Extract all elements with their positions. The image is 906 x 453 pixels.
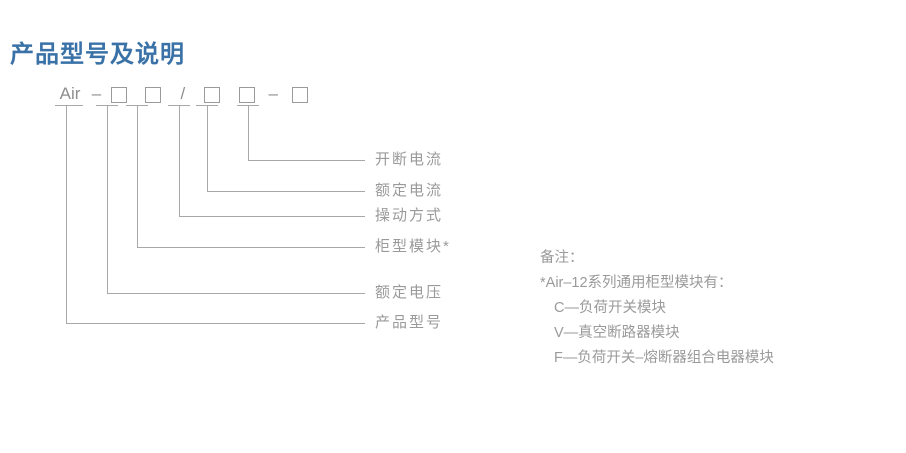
leader-hline-cabinet-module — [137, 247, 365, 248]
leader-label-rated-current: 额定电流 — [375, 182, 444, 199]
model-box-1 — [108, 84, 130, 104]
leader-hline-rated-current — [207, 191, 365, 192]
leader-label-cabinet-module: 柜型模块* — [375, 238, 451, 255]
placeholder-box-icon — [204, 87, 221, 103]
page-title: 产品型号及说明 — [10, 41, 185, 68]
placeholder-box-icon — [238, 87, 255, 103]
leader-vline-rated-current — [207, 105, 208, 192]
model-box-4 — [236, 84, 258, 104]
notes-line-module-c: C—负荷开关模块 — [554, 300, 666, 316]
model-code-string: Air – / – — [55, 84, 311, 106]
notes-line-series: *Air–12系列通用柜型模块有： — [540, 275, 733, 291]
notes-heading: 备注： — [540, 250, 584, 266]
notes-block: 备注： *Air–12系列通用柜型模块有： C—负荷开关模块 V—真空断路器模块… — [540, 246, 774, 371]
leader-vline-breaking-current — [248, 105, 249, 161]
notes-line-module-v: V—真空断路器模块 — [554, 325, 680, 341]
leader-vline-rated-voltage — [107, 105, 108, 294]
leader-hline-rated-voltage — [107, 293, 365, 294]
model-box-2 — [142, 84, 164, 104]
leader-hline-product-model — [66, 323, 365, 324]
leader-vline-operation-mode — [179, 105, 180, 217]
leader-label-operation-mode: 操动方式 — [375, 207, 444, 224]
leader-vline-cabinet-module — [137, 105, 138, 248]
model-separator-slash: / — [180, 84, 186, 103]
model-box-3 — [201, 84, 223, 104]
leader-vline-product-model — [66, 105, 67, 324]
leader-label-breaking-current: 开断电流 — [375, 151, 444, 168]
placeholder-box-icon — [145, 87, 162, 103]
model-separator-dash-1: – — [91, 84, 102, 103]
notes-line-module-f: F—负荷开关–熔断器组合电器模块 — [554, 350, 774, 366]
placeholder-box-icon — [291, 87, 308, 103]
leader-hline-operation-mode — [179, 216, 365, 217]
leader-hline-breaking-current — [248, 160, 365, 161]
leader-label-product-model: 产品型号 — [375, 314, 444, 331]
model-box-5 — [289, 84, 311, 104]
model-separator-dash-2: – — [268, 84, 278, 103]
model-prefix: Air — [59, 84, 81, 103]
placeholder-box-icon — [110, 87, 127, 103]
underline-tick-model — [55, 105, 83, 106]
leader-label-rated-voltage: 额定电压 — [375, 284, 444, 301]
